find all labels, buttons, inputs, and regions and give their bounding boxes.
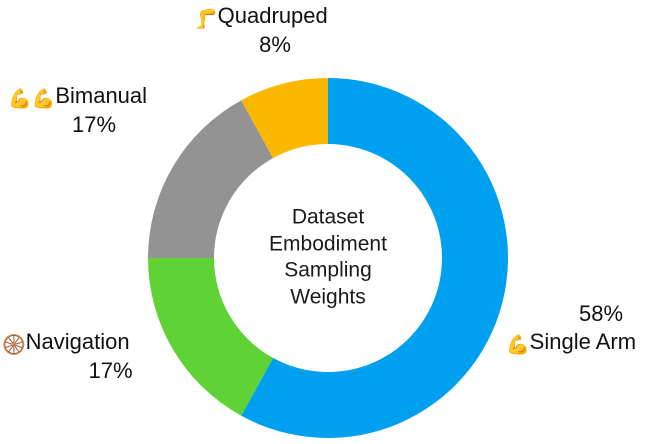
slice-label-quadruped-text: Quadruped (217, 3, 328, 28)
donut-slice-single-arm[interactable] (241, 78, 508, 439)
slice-label-quadruped: 🦵Quadruped 8% (194, 2, 394, 59)
wheel-icon: 🛞 (2, 334, 26, 356)
slice-label-bimanual: 💪💪Bimanual 17% (8, 82, 198, 139)
slice-label-navigation-name-row: 🛞Navigation (2, 328, 177, 357)
slice-label-navigation: 🛞Navigation 17% (2, 328, 177, 385)
slice-percent-bimanual: 17% (71, 112, 117, 138)
slice-percent-navigation: 17% (88, 358, 133, 384)
slice-label-navigation-text: Navigation (25, 329, 130, 354)
slice-label-single-arm: 58% 💪Single Arm (506, 300, 664, 357)
donut-slice-group (148, 78, 508, 439)
slice-percent-single-arm: 58% (578, 301, 624, 326)
flexed-bicep-icon: 💪 (506, 334, 530, 357)
leg-icon: 🦵 (194, 8, 218, 30)
slice-label-single-arm-name-row: 💪Single Arm (506, 328, 664, 357)
donut-slice-bimanual[interactable] (148, 100, 274, 258)
slice-label-quadruped-name-row: 🦵Quadruped (194, 2, 394, 31)
slice-label-bimanual-name-row: 💪💪Bimanual (8, 82, 198, 111)
slice-label-single-arm-text: Single Arm (529, 329, 637, 355)
slice-label-bimanual-text: Bimanual (55, 83, 148, 108)
donut-slice-quadruped[interactable] (241, 78, 328, 159)
double-flexed-bicep-icon: 💪💪 (8, 88, 56, 110)
donut-slice-navigation[interactable] (148, 258, 274, 416)
slice-percent-quadruped: 8% (259, 32, 291, 58)
